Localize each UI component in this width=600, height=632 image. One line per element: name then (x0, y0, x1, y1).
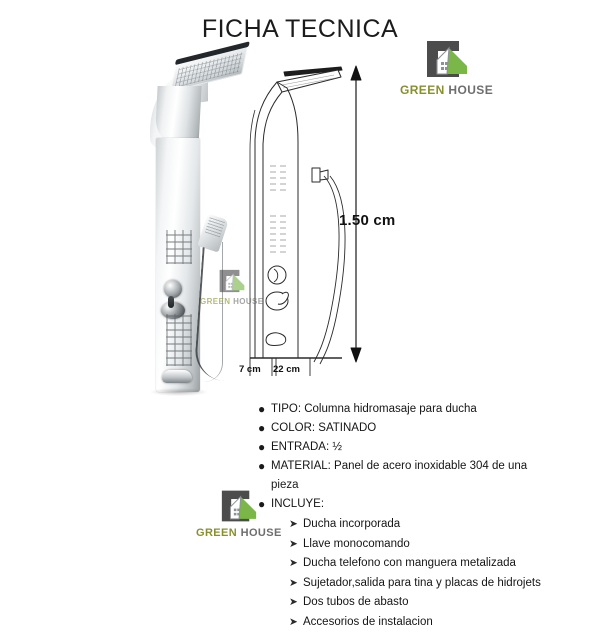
spec-item-color: ● COLOR: SATINADO (258, 419, 594, 438)
dimension-depth-label: 7 cm (239, 364, 261, 375)
spec-item-label: TIPO: Columna hidromasaje para ducha (271, 400, 594, 419)
green-house-logo-icon (218, 488, 260, 524)
brand-name-green: GREEN (200, 297, 230, 306)
list-item-label: Llave monocomando (303, 535, 410, 555)
list-item-label: Ducha incorporada (303, 515, 400, 535)
list-item: ➤ Accesorios de instalacion (258, 613, 594, 632)
list-item: ➤ Ducha incorporada (258, 515, 594, 535)
list-item-label: Accesorios de instalacion (303, 613, 433, 632)
bullet-icon: ● (258, 419, 271, 438)
spec-item-incluye: ● INCLUYE: (258, 495, 594, 514)
includes-list: ➤ Ducha incorporada ➤ Llave monocomando … (258, 515, 594, 632)
green-house-logo-icon (217, 268, 247, 294)
arrow-bullet-icon: ➤ (289, 515, 303, 535)
spec-item-label: COLOR: SATINADO (271, 419, 594, 438)
list-item: ➤ Ducha telefono con manguera metalizada (258, 554, 594, 574)
shower-hose-secondary (204, 242, 223, 382)
brand-logo-top: GREEN HOUSE (400, 38, 493, 97)
list-item: ➤ Dos tubos de abasto (258, 593, 594, 613)
dimension-height-label: 1.50 cm (339, 212, 395, 229)
brand-name: GREEN HOUSE (400, 83, 493, 97)
brand-name-green: GREEN (196, 527, 237, 539)
bullet-icon: ● (258, 495, 271, 514)
brand-name: GREEN HOUSE (200, 297, 264, 306)
shower-column-product-photo (128, 52, 246, 392)
bullet-icon: ● (258, 400, 271, 419)
bullet-icon: ● (258, 438, 271, 457)
tub-spout (162, 370, 192, 383)
list-item-label: Sujetador,salida para tina y placas de h… (303, 574, 541, 594)
page-title: FICHA TECNICA (0, 15, 600, 44)
spec-item-label: MATERIAL: Panel de acero inoxidable 304 … (271, 457, 594, 476)
bullet-icon: ● (258, 457, 271, 476)
arrow-bullet-icon: ➤ (289, 574, 303, 594)
list-item: ➤ Llave monocomando (258, 535, 594, 555)
spec-item-material: ● MATERIAL: Panel de acero inoxidable 30… (258, 457, 594, 476)
spec-item-material-continuation: pieza (271, 476, 594, 495)
specifications-list: ● TIPO: Columna hidromasaje para ducha ●… (258, 400, 594, 632)
hydro-jets-upper (166, 230, 192, 264)
spec-item-entrada: ● ENTRADA: ½ (258, 438, 594, 457)
spec-item-label: ENTRADA: ½ (271, 438, 594, 457)
panel-shadow (150, 388, 208, 396)
list-item: ➤ Sujetador,salida para tina y placas de… (258, 574, 594, 594)
brand-name-house: HOUSE (233, 297, 263, 306)
datasheet-page: FICHA TECNICA GREEN HOUSE (0, 0, 600, 600)
arrow-bullet-icon: ➤ (289, 613, 303, 632)
dimension-width-label: 22 cm (273, 364, 300, 375)
list-item-label: Dos tubos de abasto (303, 593, 409, 613)
spec-item-tipo: ● TIPO: Columna hidromasaje para ducha (258, 400, 594, 419)
logo-svg (217, 268, 247, 294)
green-house-logo-icon (423, 38, 471, 80)
list-item-label: Ducha telefono con manguera metalizada (303, 554, 516, 574)
logo-svg (423, 38, 471, 80)
logo-svg (218, 488, 260, 524)
brand-name-green: GREEN (400, 83, 445, 97)
hydro-jets-lower (166, 314, 192, 366)
arrow-bullet-icon: ➤ (289, 593, 303, 613)
brand-logo-watermark: GREEN HOUSE (200, 268, 264, 306)
arrow-bullet-icon: ➤ (289, 554, 303, 574)
arrow-bullet-icon: ➤ (289, 535, 303, 555)
diverter-knob (164, 280, 182, 298)
brand-name-house: HOUSE (448, 83, 493, 97)
spec-item-label: INCLUYE: (271, 495, 594, 514)
